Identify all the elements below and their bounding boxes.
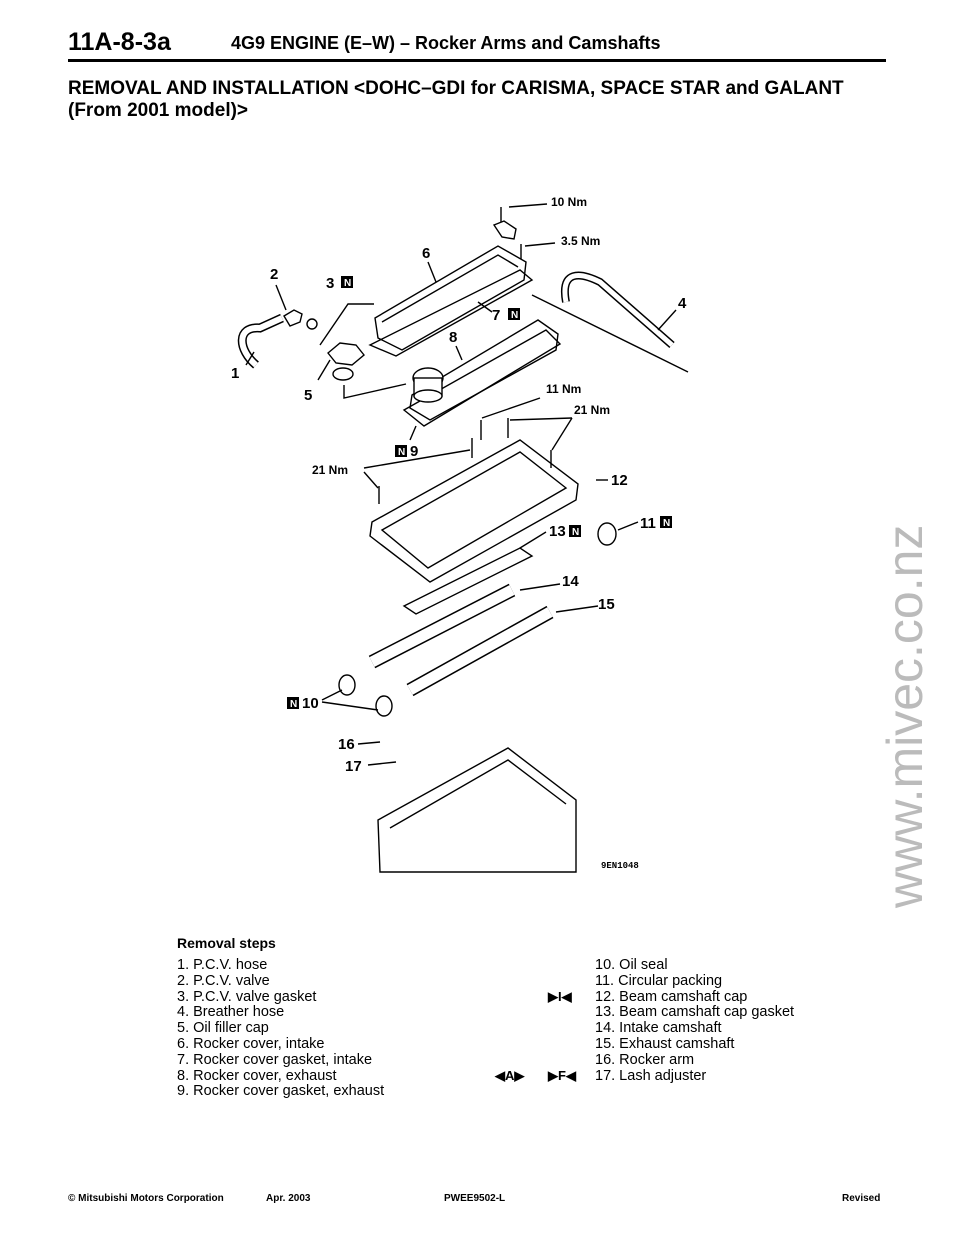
callout-1: 1 — [231, 365, 239, 382]
service-mark-17-f: ▶F◀ — [548, 1068, 576, 1083]
callout-16: 16 — [338, 736, 355, 753]
removal-steps-heading: Removal steps — [177, 935, 276, 951]
removal-steps-right: 10. Oil seal 11. Circular packing 12. Be… — [595, 957, 795, 1084]
bracket-part — [492, 220, 517, 240]
torque-21nm-right: 21 Nm — [574, 403, 610, 417]
page-code: 11A-8-3a — [68, 28, 171, 56]
step-5: 5. Oil filler cap — [177, 1020, 269, 1037]
step-6: 6. Rocker cover, intake — [177, 1035, 325, 1052]
service-mark-12: ▶I◀ — [548, 989, 572, 1004]
breather-hose — [560, 271, 675, 349]
callout-13: 13 — [549, 523, 566, 540]
figure-code: 9EN1048 — [601, 861, 639, 871]
step-9: 9. Rocker cover gasket, exhaust — [177, 1083, 385, 1100]
new-part-mark: N — [663, 518, 670, 529]
camshaft-cap-gasket — [402, 547, 534, 615]
step-8: 8. Rocker cover, exhaust — [177, 1067, 337, 1084]
circular-packing — [597, 522, 617, 546]
new-part-mark: N — [398, 447, 405, 458]
torque-10nm: 10 Nm — [551, 195, 587, 209]
step-2: 2. P.C.V. valve — [177, 972, 270, 989]
callout-6: 6 — [422, 245, 430, 262]
callout-8: 8 — [449, 329, 457, 346]
new-part-mark: N — [290, 699, 297, 710]
step-12: 12. Beam camshaft cap — [595, 988, 748, 1005]
watermark-text: www.mivec.co.nz — [877, 525, 933, 909]
cylinder-head — [377, 747, 577, 873]
callout-14: 14 — [562, 573, 579, 590]
removal-steps-left: 1. P.C.V. hose 2. P.C.V. valve 3. P.C.V.… — [177, 957, 385, 1100]
step-3: 3. P.C.V. valve gasket — [177, 988, 317, 1005]
new-part-mark: N — [511, 310, 518, 321]
new-part-mark: N — [572, 527, 579, 538]
footer-date: Apr. 2003 — [266, 1193, 311, 1204]
footer-status: Revised — [842, 1193, 881, 1204]
step-4: 4. Breather hose — [177, 1004, 285, 1021]
callout-9: 9 — [410, 443, 418, 460]
step-11: 11. Circular packing — [595, 972, 723, 989]
callout-3: 3 — [326, 275, 334, 292]
footer-code: PWEE9502-L — [444, 1193, 506, 1204]
callout-10: 10 — [302, 695, 319, 712]
callout-7: 7 — [492, 307, 500, 324]
step-10: 10. Oil seal — [595, 957, 668, 973]
callout-11: 11 — [640, 515, 656, 532]
step-1: 1. P.C.V. hose — [177, 957, 268, 973]
callout-15: 15 — [598, 596, 615, 613]
step-17: 17. Lash adjuster — [595, 1067, 707, 1084]
watermark: www.mivec.co.nz — [877, 525, 933, 909]
page-heading: 4G9 ENGINE (E–W) – Rocker Arms and Camsh… — [231, 33, 661, 53]
callout-12: 12 — [611, 472, 628, 489]
section-title: REMOVAL AND INSTALLATION <DOHC–GDI for C… — [68, 78, 844, 121]
step-15: 15. Exhaust camshaft — [595, 1035, 735, 1052]
service-mark-17-a: ◀A▶ — [495, 1068, 525, 1083]
callout-5: 5 — [304, 387, 312, 404]
oil-filler-cap — [327, 342, 365, 366]
new-part-mark: N — [344, 278, 351, 289]
step-13: 13. Beam camshaft cap gasket — [595, 1004, 795, 1021]
torque-21nm-left: 21 Nm — [312, 463, 348, 477]
callout-4: 4 — [678, 295, 687, 312]
step-7: 7. Rocker cover gasket, intake — [177, 1051, 373, 1068]
step-16: 16. Rocker arm — [595, 1051, 695, 1068]
torque-11nm: 11 Nm — [546, 382, 581, 396]
callout-2: 2 — [270, 266, 278, 283]
step-14: 14. Intake camshaft — [595, 1020, 722, 1037]
torque-3-5nm: 3.5 Nm — [561, 234, 600, 248]
beam-camshaft-cap — [369, 439, 579, 583]
callout-17: 17 — [345, 758, 362, 775]
rocker-cover-exhaust — [409, 319, 559, 421]
footer-copyright: © Mitsubishi Motors Corporation — [68, 1193, 224, 1204]
header-rule — [68, 59, 886, 62]
